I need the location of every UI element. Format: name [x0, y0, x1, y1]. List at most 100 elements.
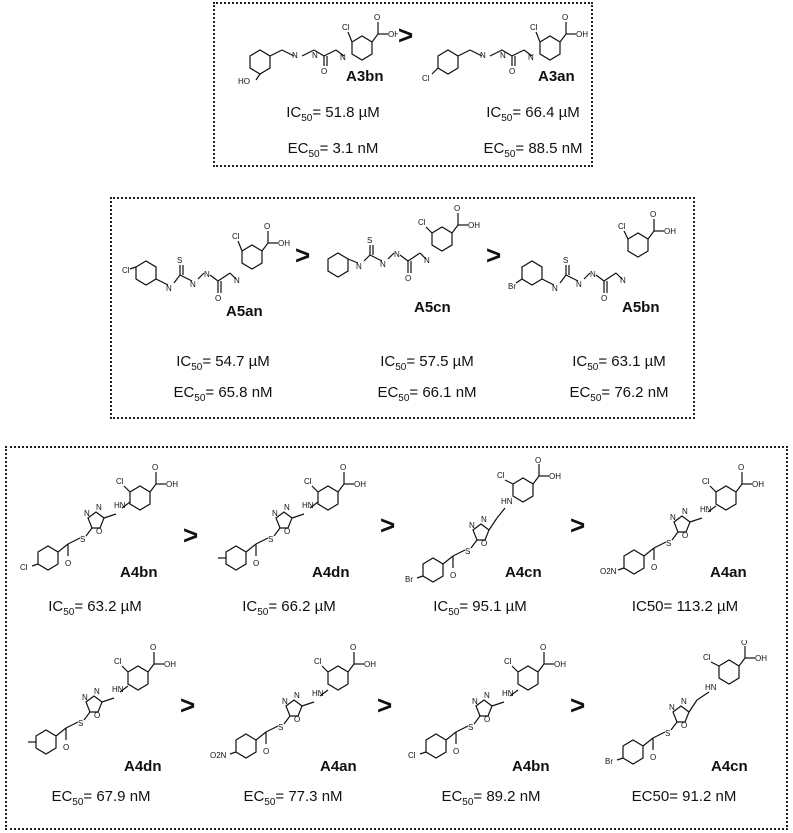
ic50-value: IC50= 63.1 µM — [572, 353, 666, 373]
ic50-value: IC50= 57.5 µM — [380, 353, 474, 373]
svg-text:O: O — [682, 531, 688, 540]
compound-name: A4dn — [124, 758, 162, 775]
svg-text:OH: OH — [164, 660, 176, 669]
svg-text:N: N — [528, 53, 534, 62]
svg-text:N: N — [394, 250, 400, 259]
substituent-label: Br — [405, 575, 413, 584]
svg-text:N: N — [681, 697, 687, 706]
svg-text:OH: OH — [354, 480, 366, 489]
compound-name: A4cn — [711, 758, 748, 775]
svg-text:S: S — [468, 723, 473, 732]
svg-text:N: N — [620, 276, 626, 285]
substituent-label: O2N — [600, 567, 617, 576]
svg-text:O: O — [738, 463, 744, 472]
greater-than-sign: > — [486, 240, 502, 270]
svg-text:OH: OH — [554, 660, 566, 669]
svg-text:OH: OH — [576, 30, 588, 39]
svg-text:Cl: Cl — [703, 653, 711, 662]
svg-text:N: N — [480, 51, 486, 60]
ic50-value: IC50= 95.1 µM — [433, 598, 527, 618]
group-box-a4 — [5, 446, 788, 830]
svg-text:O: O — [601, 294, 607, 303]
compound-name: A4cn — [505, 564, 542, 581]
svg-text:OH: OH — [388, 30, 398, 39]
svg-text:OH: OH — [752, 480, 764, 489]
svg-text:Cl: Cl — [504, 657, 512, 666]
svg-text:S: S — [278, 723, 283, 732]
svg-text:S: S — [665, 729, 670, 738]
svg-text:O: O — [321, 67, 327, 76]
svg-text:N: N — [294, 691, 300, 700]
svg-text:Cl: Cl — [114, 657, 122, 666]
ec50-value: EC50= 88.5 nM — [483, 140, 583, 160]
greater-than-sign: > — [570, 690, 586, 720]
svg-text:Cl: Cl — [418, 218, 426, 227]
svg-text:O: O — [264, 222, 270, 231]
svg-text:O: O — [152, 463, 158, 472]
svg-text:O: O — [454, 204, 460, 213]
svg-text:O: O — [405, 274, 411, 283]
substituent-label: Br — [605, 757, 613, 766]
compound-name: A3an — [538, 68, 575, 85]
ic50-value: IC50= 66.4 µM — [486, 104, 580, 124]
ic50-value: IC50= 51.8 µM — [286, 104, 380, 124]
svg-text:N: N — [484, 691, 490, 700]
svg-text:O: O — [535, 456, 541, 465]
svg-text:O: O — [453, 747, 459, 756]
svg-text:Cl: Cl — [304, 477, 312, 486]
svg-text:OH: OH — [364, 660, 376, 669]
svg-text:S: S — [268, 535, 273, 544]
svg-text:N: N — [576, 280, 582, 289]
svg-text:Cl: Cl — [618, 222, 626, 231]
substituent-label: Cl — [408, 751, 416, 760]
svg-text:S: S — [78, 719, 83, 728]
svg-text:N: N — [204, 270, 210, 279]
svg-text:Cl: Cl — [497, 471, 505, 480]
svg-text:N: N — [292, 51, 298, 60]
svg-text:HN: HN — [700, 505, 712, 514]
ec50-value: EC50= 66.1 nM — [377, 384, 477, 404]
compound-name: A5bn — [622, 299, 660, 316]
svg-text:N: N — [469, 521, 475, 530]
compound-name: A4bn — [120, 564, 158, 581]
svg-text:N: N — [96, 503, 102, 512]
svg-text:N: N — [356, 262, 362, 271]
ec50-value: EC50= 65.8 nM — [173, 384, 273, 404]
svg-text:O: O — [509, 67, 515, 76]
compound-name: A4an — [710, 564, 747, 581]
svg-text:Cl: Cl — [530, 23, 538, 32]
svg-text:OH: OH — [166, 480, 178, 489]
svg-text:O: O — [651, 563, 657, 572]
substituent-label: Cl — [20, 563, 28, 572]
svg-text:HN: HN — [705, 683, 717, 692]
svg-text:O: O — [540, 643, 546, 652]
ic50-value: IC50= 66.2 µM — [242, 598, 336, 618]
ec50-value: EC50= 77.3 nM — [243, 788, 343, 808]
ec50-value: EC50= 76.2 nM — [569, 384, 669, 404]
substituent-label: Cl — [122, 266, 130, 275]
svg-text:N: N — [234, 276, 240, 285]
svg-text:S: S — [367, 236, 372, 245]
svg-text:N: N — [590, 270, 596, 279]
svg-text:N: N — [82, 693, 88, 702]
greater-than-sign: > — [183, 520, 199, 550]
greater-than-sign: > — [398, 20, 414, 50]
svg-text:HN: HN — [312, 689, 324, 698]
svg-text:N: N — [424, 256, 430, 265]
svg-text:O: O — [484, 715, 490, 724]
svg-text:N: N — [670, 513, 676, 522]
